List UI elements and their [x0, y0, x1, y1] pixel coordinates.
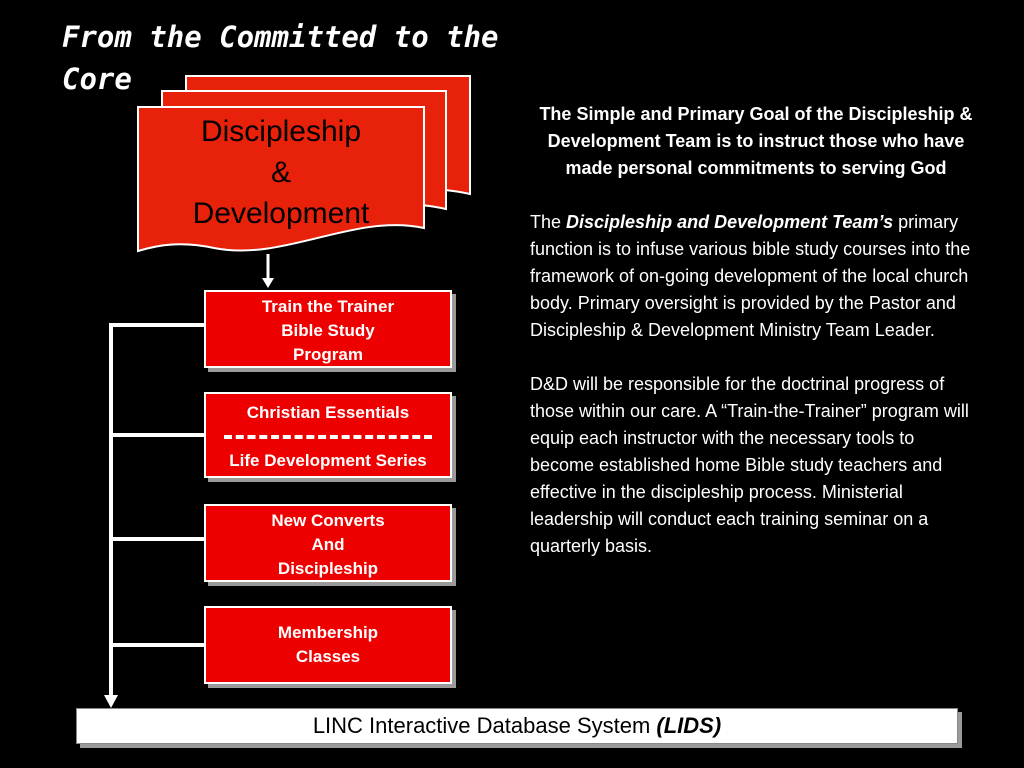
slide-title-line-1: From the Committed to the	[62, 20, 499, 54]
connector-down-arrowhead	[262, 278, 274, 288]
document-stack-icon	[137, 75, 471, 253]
document-stack-label: Discipleship & Development	[138, 111, 424, 234]
function-rest: primary function is to infuse various bi…	[530, 212, 971, 340]
box-line: Train the Trainer	[261, 297, 395, 316]
box-line: Program	[293, 345, 363, 364]
goal-statement: The Simple and Primary Goal of the Disci…	[539, 104, 973, 178]
box-line: Bible Study	[281, 321, 375, 340]
box-membership-classes: Membership Classes	[204, 606, 452, 684]
function-paragraph: The Discipleship and Development Team’s …	[530, 209, 982, 344]
box-christian-essentials: Christian Essentials Life Development Se…	[204, 392, 452, 478]
lids-abbreviation: (LIDS)	[656, 713, 722, 738]
slide-title-line-2: Core	[62, 62, 132, 96]
box-line: Classes	[295, 647, 361, 666]
box-line: Christian Essentials	[246, 403, 410, 422]
document-front	[137, 106, 425, 253]
document-label-line-2: &	[270, 156, 291, 189]
function-prefix: The	[530, 212, 567, 232]
lids-banner: LINC Interactive Database System (LIDS)	[76, 708, 958, 744]
box-line: Life Development Series	[229, 451, 427, 470]
description-panel: The Simple and Primary Goal of the Disci…	[530, 101, 982, 587]
box-train-the-trainer: Train the Trainer Bible Study Program	[204, 290, 452, 368]
box-line: Membership	[277, 623, 379, 642]
box-new-converts: New Converts And Discipleship	[204, 504, 452, 582]
trunk-arrowhead	[104, 695, 118, 708]
box-line: And	[311, 535, 345, 554]
slide-title: From the Committed to the Core	[62, 16, 532, 100]
lids-banner-text: LINC Interactive Database System	[312, 713, 657, 738]
box-line: New Converts	[271, 511, 385, 530]
document-label-line-1: Discipleship	[200, 115, 362, 148]
team-name-emphasis: Discipleship and Development Team’s	[566, 212, 894, 232]
dashed-divider	[206, 425, 450, 449]
document-label-line-3: Development	[192, 197, 370, 230]
responsibility-paragraph: D&D will be responsible for the doctrina…	[530, 374, 969, 556]
box-line: Discipleship	[277, 559, 379, 578]
